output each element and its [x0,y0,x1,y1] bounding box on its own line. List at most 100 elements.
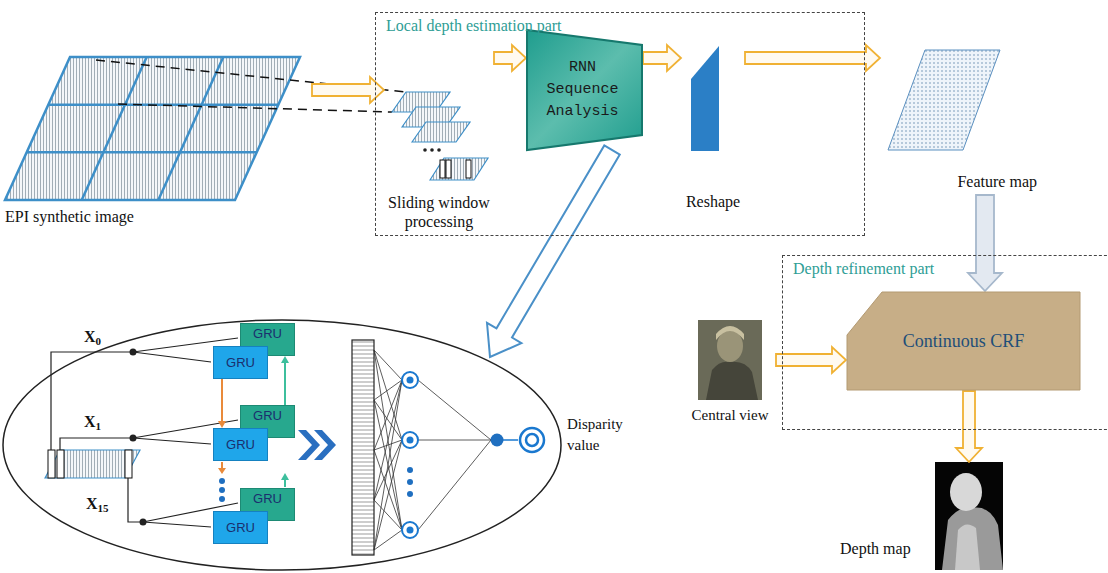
arrow-shaft [221,379,223,421]
node-label: Depth map [840,539,911,558]
image-panel: Central view [684,318,776,426]
graphic-part [706,362,758,400]
recurrence-arrow [218,468,226,474]
image-panel: Depth map [835,462,1007,570]
neuron [402,372,418,538]
graphic-part [430,148,434,152]
graphic-part [440,160,445,178]
rnn-outline [527,30,642,150]
ellipsis-dot [407,479,413,485]
subscript: 0 [96,335,102,347]
subscript: 15 [98,502,109,514]
recurrence-arrow [221,462,223,468]
dense-connections [374,350,518,550]
graphic-part [133,438,211,444]
projection-line [118,104,392,112]
dashed-region: Depth refinement partContinuous CRF [782,255,1108,430]
recurrence-arrow [284,480,286,487]
graphic-part [466,160,471,178]
block-arrow [956,391,982,462]
depth-map-picture [935,462,1003,570]
graphic-part [402,372,418,388]
graphic-part [60,438,130,450]
zoom-arrow [487,145,620,357]
flow-arrow [956,391,982,462]
graphic-part [418,440,491,441]
flow-arrow [745,45,880,71]
junction-dot [130,349,137,356]
graphic-part [57,450,64,478]
output-ring [526,434,538,446]
output-dot [491,434,504,447]
graphic-part [143,522,211,527]
graphic-part [407,437,414,444]
junction-dot [130,435,137,442]
graphic-part [423,148,427,152]
region-title: Local depth estimation part [386,16,562,35]
dense-layer [352,340,374,555]
graphic-part [407,527,414,534]
graphic-part [942,508,1003,571]
graphic-part [935,462,1003,570]
graphic-part [374,440,402,550]
node-label: Disparity value [567,414,637,456]
dashed-region: Local depth estimation partSliding windo… [375,12,865,236]
graphic-part [45,450,140,478]
graphic-part [418,440,491,530]
ellipsis-dot [219,487,225,493]
graphic-part [82,57,147,200]
node-label: Central view [691,406,768,424]
flow-arrow [776,347,846,373]
ellipsis-dot [407,467,413,473]
process-stage: Sliding window processing [384,46,494,231]
chevron [314,430,336,460]
graphic-part [133,352,211,362]
input-wire [51,338,238,527]
output-ring [520,428,544,452]
image-panel: EPI synthetic image [0,50,312,230]
block-arrow [776,347,846,373]
block-arrow [745,45,880,71]
graphic-part [128,478,140,522]
node-label: Feature map [957,172,1037,191]
graphic-part [158,57,223,200]
recurrence-arrow [281,356,289,405]
graphic-part [374,450,402,530]
graphic-part [374,350,402,530]
block-arrow [312,77,384,103]
graphic-part [27,151,257,154]
node-label: Reshape [686,192,740,211]
ellipsis-dot [219,478,225,484]
slice-stack [392,92,488,180]
block-arrow [968,195,1002,291]
graphic-part [374,350,402,440]
node-label: EPI synthetic image [5,207,134,226]
gru-label: GRU [226,437,255,453]
graphic-part [437,148,441,152]
graphic-part [374,400,402,530]
arrow-shaft [284,363,286,405]
graphic-part [950,473,982,511]
epi-grid [5,57,300,200]
graphic-part [407,377,414,384]
graphic-part [5,57,300,200]
reshape-outline [691,46,719,151]
crf-outline [847,292,1080,390]
graphic-part [446,160,451,178]
node-label: RNN Sequence Analysis [536,57,629,123]
node-shape [880,45,1045,195]
graphic-part [412,122,470,142]
flow-arrow [643,45,681,71]
arrow-head [281,356,289,363]
central-view-picture [698,320,762,400]
subscript: 1 [96,420,102,432]
ellipsis-dot [407,491,413,497]
flow-arrow [494,45,526,71]
node-label: Sliding window processing [384,193,494,231]
graphic-part [402,522,418,538]
node-shape [681,46,745,211]
graphic-part [374,530,402,550]
gru-label: GRU [226,355,255,371]
gru-label: GRU [226,520,255,536]
